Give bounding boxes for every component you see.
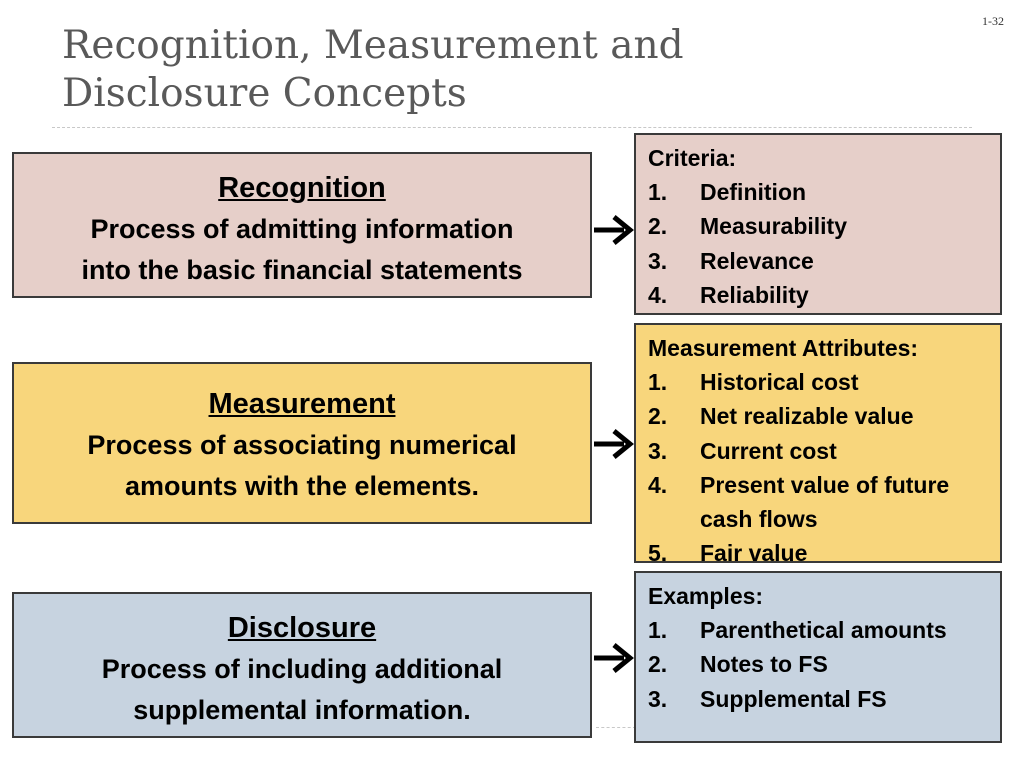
list-item-text: Measurability	[700, 213, 847, 240]
measurement-attributes-list: 1. Historical cost 2. Net realizable value…	[648, 365, 992, 570]
list-item-number: 4.	[648, 281, 668, 308]
list-item-number: 1.	[648, 617, 668, 644]
right-arrow-icon	[594, 643, 634, 673]
list-item: 2. Net realizable value	[648, 399, 992, 433]
disclosure-heading: Disclosure	[227, 612, 377, 644]
disclosure-desc-line-2: supplemental information.	[133, 695, 471, 725]
measurement-desc-line-2: amounts with the elements.	[124, 471, 480, 501]
slide-title-line-1: Recognition, Measurement and	[62, 23, 684, 68]
list-item-text: Relevance	[700, 247, 814, 274]
criteria-label: Criteria:	[648, 145, 737, 171]
list-item-number: 4.	[648, 471, 668, 498]
list-item: 1. Historical cost	[648, 365, 992, 399]
list-item: 1. Parenthetical amounts	[648, 613, 992, 647]
disclosure-box: Disclosure Process of including addition…	[12, 592, 592, 738]
bottom-divider	[596, 727, 636, 728]
measurement-desc-line-1: Process of associating numerical	[87, 430, 517, 460]
list-item: 2. Measurability	[648, 209, 992, 243]
examples-box: Examples: 1. Parenthetical amounts 2. Note…	[634, 571, 1002, 743]
list-item: 5. Fair value	[648, 536, 992, 570]
right-arrow-icon	[594, 429, 634, 459]
list-item-number: 3.	[648, 247, 668, 274]
list-item-text: Net realizable value	[700, 403, 914, 430]
list-item-text: Historical cost	[700, 369, 859, 396]
list-item-text: Present value of future cash flows	[700, 471, 950, 533]
list-item-number: 3.	[648, 437, 668, 464]
list-item: 4. Present value of future cash flows	[648, 468, 992, 536]
list-item-number: 5.	[648, 540, 668, 567]
list-item: 3. Relevance	[648, 244, 992, 278]
list-item-text: Notes to FS	[700, 651, 828, 678]
recognition-box: Recognition Process of admitting informa…	[12, 152, 592, 298]
measurement-attributes-box: Measurement Attributes: 1. Historical cos…	[634, 323, 1002, 566]
slide-number: 1-32	[982, 14, 1004, 28]
list-item-text: Fair value	[700, 540, 808, 567]
list-item-text: Supplemental FS	[700, 685, 887, 712]
disclosure-desc-line-1: Process of including additional	[101, 654, 503, 684]
right-arrow-icon	[594, 215, 634, 245]
recognition-heading: Recognition	[218, 172, 386, 204]
slide-title: Recognition, Measurement and Disclosure …	[62, 22, 942, 118]
list-item-text: Definition	[700, 179, 807, 206]
measurement-attributes-label: Measurement Attributes:	[648, 335, 919, 361]
title-divider	[52, 127, 972, 128]
recognition-desc-line-1: Process of admitting information	[90, 214, 514, 244]
list-item: 3. Current cost	[648, 434, 992, 468]
criteria-box: Criteria: 1. Definition 2. Measurability 3…	[634, 133, 1002, 315]
list-item: 1. Definition	[648, 175, 992, 209]
list-item: 2. Notes to FS	[648, 647, 992, 681]
list-item-number: 3.	[648, 685, 668, 712]
slide-title-line-2: Disclosure Concepts	[62, 71, 467, 116]
list-item-number: 2.	[648, 213, 668, 240]
recognition-desc-line-2: into the basic financial statements	[81, 255, 523, 285]
list-item-text: Reliability	[700, 281, 809, 308]
criteria-list: 1. Definition 2. Measurability 3. Relevance…	[648, 175, 992, 312]
list-item-number: 2.	[648, 651, 668, 678]
list-item-number: 2.	[648, 403, 668, 430]
list-item-number: 1.	[648, 369, 668, 396]
list-item: 4. Reliability	[648, 278, 992, 312]
examples-list: 1. Parenthetical amounts 2. Notes to FS 3.…	[648, 613, 992, 716]
examples-label: Examples:	[648, 583, 764, 609]
measurement-heading: Measurement	[208, 388, 396, 420]
list-item-text: Current cost	[700, 437, 837, 464]
measurement-box: Measurement Process of associating numer…	[12, 362, 592, 524]
list-item-number: 1.	[648, 179, 668, 206]
list-item-text: Parenthetical amounts	[700, 617, 947, 644]
list-item: 3. Supplemental FS	[648, 682, 992, 716]
